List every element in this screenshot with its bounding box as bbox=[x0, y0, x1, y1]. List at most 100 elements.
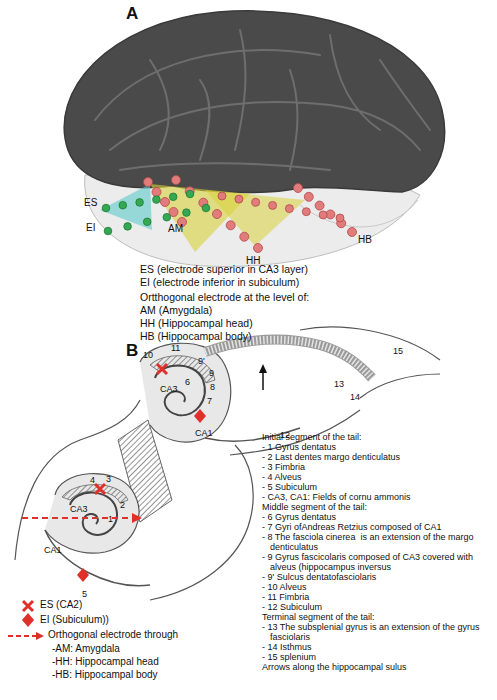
callout-number: CA3 bbox=[160, 384, 178, 394]
callout-number: CA1 bbox=[195, 428, 213, 438]
callout-number: 5 bbox=[82, 589, 87, 599]
sulcus-arrowhead bbox=[259, 364, 267, 373]
list-item: - 7 Gyri ofAndreas Retzius composed of C… bbox=[262, 522, 494, 532]
list-item: - CA3, CA1: Fields of cornu ammonis bbox=[262, 492, 494, 502]
superior-contact bbox=[136, 199, 144, 207]
callout-number: 8 bbox=[210, 382, 215, 392]
legend-text: EI (Subiculum)) bbox=[40, 614, 109, 626]
list-item: Middle segment of the tail: bbox=[262, 502, 494, 512]
inferior-contact bbox=[202, 204, 210, 212]
callout-number: CA3 bbox=[70, 504, 88, 514]
superior-contact bbox=[186, 190, 194, 198]
inferior-contact bbox=[183, 209, 191, 217]
orthogonal-electrode-path bbox=[22, 517, 132, 519]
cerebellum-outline bbox=[300, 200, 418, 227]
orthogonal-contact bbox=[144, 178, 153, 187]
panel-letter: A bbox=[126, 4, 138, 24]
head-section-outline bbox=[45, 474, 139, 554]
callout-number: 14 bbox=[350, 392, 360, 402]
legend-note: -AM: Amygdala bbox=[52, 643, 120, 655]
orthogonal-electrode-head bbox=[132, 513, 142, 523]
inferior-contact bbox=[124, 223, 132, 231]
list-item: Initial segment of the tail: bbox=[262, 432, 494, 442]
list-item: - 11 Fimbria bbox=[262, 592, 494, 602]
legend-diamond-sample bbox=[22, 613, 34, 627]
list-item: - 13 The subsplenial gyrus is an extensi… bbox=[262, 622, 494, 642]
tail-gyrus-stripes bbox=[205, 340, 372, 378]
list-item: - 9' Sulcus dentatofasciolaris bbox=[262, 572, 494, 582]
orthogonal-contact bbox=[254, 244, 263, 253]
callout-number: 7 bbox=[207, 396, 212, 406]
list-item: - 3 Fimbria bbox=[262, 462, 494, 472]
orthogonal-contact bbox=[285, 205, 293, 213]
orthogonal-contact bbox=[152, 188, 161, 197]
dentate-spiral bbox=[70, 493, 117, 535]
caption-line: ES (electrode superior in CA3 layer) bbox=[140, 263, 308, 275]
ei-marker bbox=[77, 568, 89, 582]
superior-contact bbox=[119, 201, 127, 209]
orthogonal-contact bbox=[336, 214, 344, 222]
orthogonal-contact bbox=[315, 201, 324, 210]
legend-arrow-head bbox=[36, 632, 44, 640]
hippocampal-volume bbox=[100, 184, 152, 230]
callout-number: 2 bbox=[120, 500, 125, 510]
callout-number: 6 bbox=[185, 377, 190, 387]
electrode-label: ES bbox=[84, 197, 97, 209]
es-marker bbox=[95, 484, 105, 494]
orthogonal-contact bbox=[213, 210, 222, 219]
description-list: Initial segment of the tail:- 1 Gyrus de… bbox=[262, 432, 494, 672]
orthogonal-contact bbox=[235, 195, 243, 203]
orthogonal-contact bbox=[269, 201, 277, 209]
list-item: - 10 Alveus bbox=[262, 582, 494, 592]
orthogonal-contact bbox=[304, 192, 313, 201]
electrode-label: EI bbox=[86, 222, 95, 234]
brain-gyri bbox=[95, 30, 430, 170]
orthogonal-contact bbox=[348, 228, 357, 237]
legend-note: -HB: Hippocampal body bbox=[52, 669, 158, 681]
list-item: - 9 Gyrus fascicolaris composed of CA3 c… bbox=[262, 552, 494, 572]
list-item: Terminal segment of the tail: bbox=[262, 612, 494, 622]
orthogonal-contact bbox=[302, 208, 310, 216]
brain-hemisphere bbox=[64, 11, 444, 193]
inferior-contact bbox=[104, 227, 112, 235]
cornu-ammonis-band bbox=[150, 356, 215, 383]
list-item: - 6 Gyrus dentatus bbox=[262, 512, 494, 522]
legend-cross-sample bbox=[23, 601, 33, 611]
subiculum-line bbox=[205, 428, 300, 441]
orthogonal-contact bbox=[161, 198, 170, 207]
panel-letter: B bbox=[126, 341, 138, 361]
orthogonal-contact bbox=[240, 232, 249, 241]
legend-note: -HH: Hippocampal head bbox=[52, 656, 159, 668]
caption-line: HH (Hippocampal head) bbox=[140, 317, 253, 329]
superior-contact bbox=[153, 196, 161, 204]
contour-line bbox=[150, 445, 253, 600]
list-item: - 15 splenium bbox=[262, 652, 494, 662]
legend-text: ES (CA2) bbox=[40, 599, 82, 611]
tail-section-outline bbox=[140, 343, 231, 442]
es-marker bbox=[157, 364, 167, 374]
inferior-contact bbox=[143, 218, 151, 226]
orthogonal-contact bbox=[226, 221, 235, 230]
list-item: - 14 Isthmus bbox=[262, 642, 494, 652]
caption-line: HB (Hippocampal body) bbox=[140, 330, 251, 342]
list-item: - 1 Gyrus dentatus bbox=[262, 442, 494, 452]
superior-contact bbox=[169, 193, 177, 201]
orthogonal-contact bbox=[218, 192, 226, 200]
legend-text: Orthogonal electrode through bbox=[48, 629, 178, 641]
caption-line: AM (Amygdala) bbox=[140, 304, 212, 316]
caption-line: Ortthogonal electrode at the level of: bbox=[140, 291, 309, 303]
superior-contact bbox=[102, 204, 110, 212]
list-item: - 4 Alveus bbox=[262, 472, 494, 482]
subiculum-line bbox=[45, 530, 150, 586]
caption-line: EI (electrode inferior in subiculum) bbox=[140, 276, 299, 288]
callout-number: 9 bbox=[209, 368, 214, 378]
dentate-spiral bbox=[155, 366, 205, 416]
contour-line bbox=[15, 400, 140, 560]
list-item: - 8 The fasciola cinerea is an extension… bbox=[262, 532, 494, 552]
orthogonal-contact bbox=[319, 211, 327, 219]
hippocampal-body-volume bbox=[205, 190, 305, 246]
list-item: - 2 Last dentes margo denticulatus bbox=[262, 452, 494, 462]
callout-number: 3 bbox=[106, 474, 111, 484]
